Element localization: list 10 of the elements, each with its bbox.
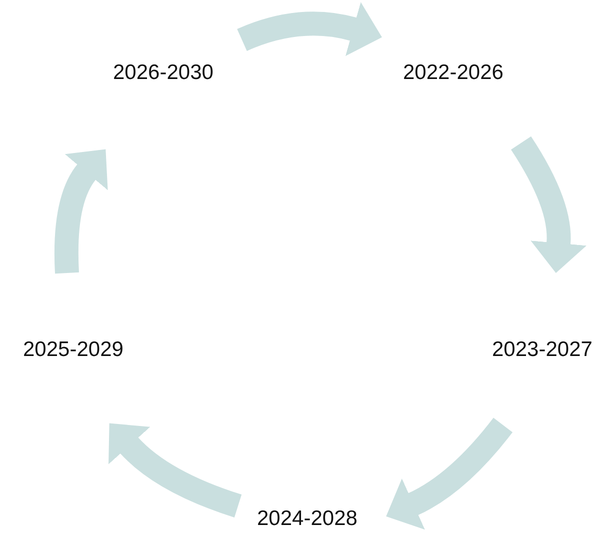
curved-arrow — [510, 136, 587, 274]
curved-arrow — [386, 418, 512, 530]
year-range-label: 2025-2029 — [19, 334, 128, 366]
year-range-label: 2022-2026 — [399, 57, 538, 151]
curved-arrow — [54, 148, 109, 274]
curved-arrow — [108, 424, 242, 518]
year-range-label: 2026-2030 — [109, 57, 218, 89]
year-range-label: 2023-2027 — [488, 334, 596, 429]
year-range-label: 2024-2028 — [253, 503, 362, 535]
curved-arrow — [237, 2, 382, 56]
